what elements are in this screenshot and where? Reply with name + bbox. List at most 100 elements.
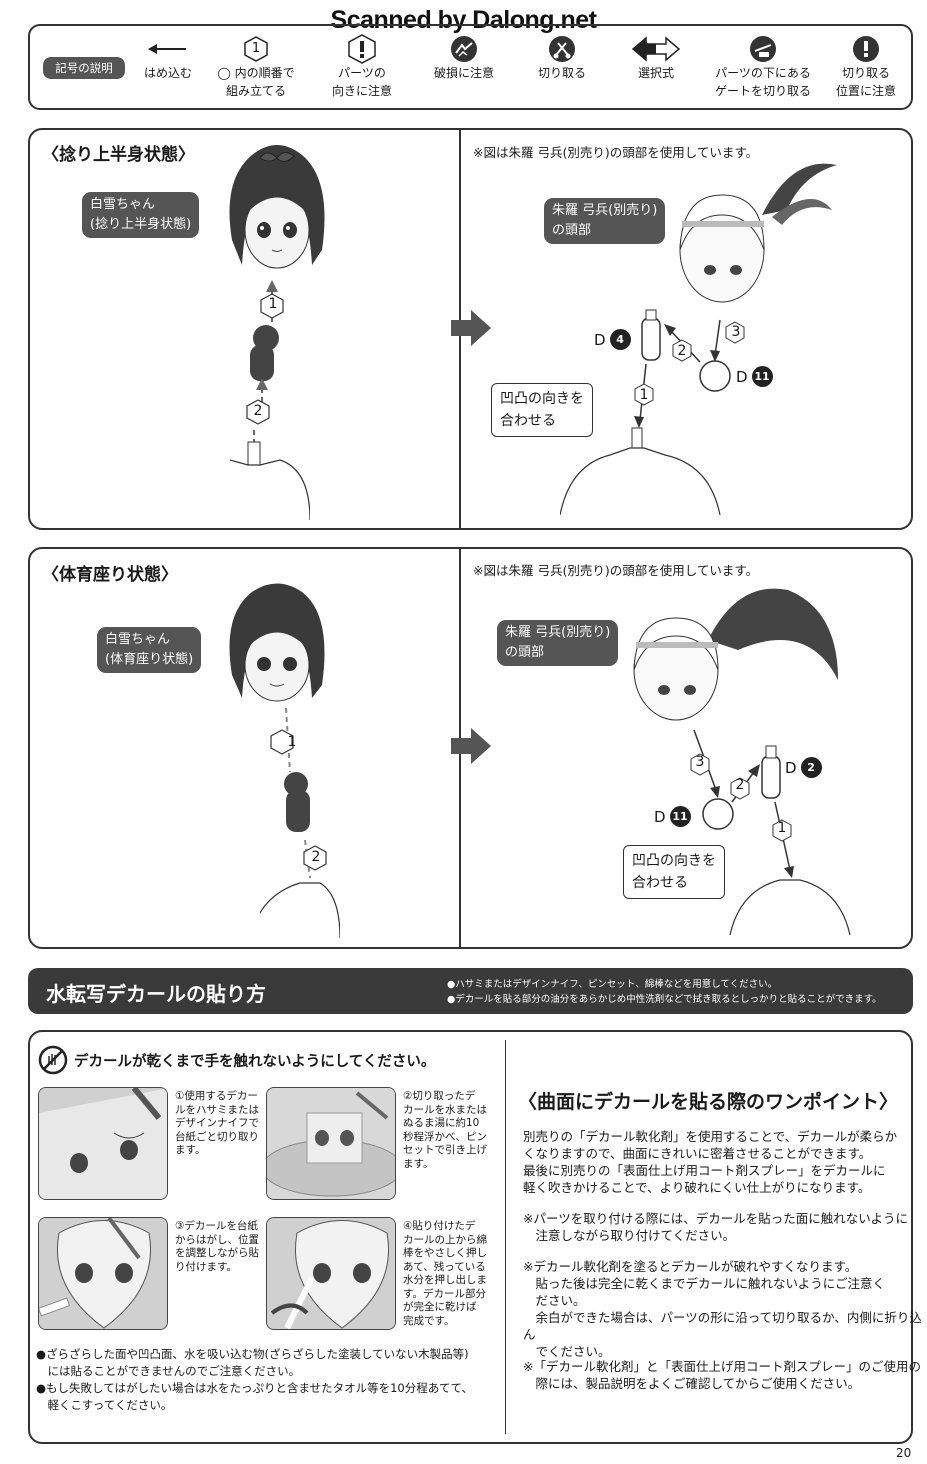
- decal-section-title: 水転写デカールの貼り方: [46, 982, 266, 1006]
- legend-label: ◯ 内の順番で: [217, 66, 295, 80]
- part-number: 2: [800, 757, 822, 778]
- note-line: ●ざらざらした面や凹凸面、水を吸い込む物(ざらざらした塗装していない木製品等): [36, 1347, 469, 1361]
- body-line: ※デカール軟化剤を塗るとデカールが破れやすくなります。: [523, 1259, 858, 1274]
- body-line: 軽く吹きかけることで、より破れにくい仕上がりになります。: [523, 1180, 871, 1195]
- legend-item-choice: 選択式: [624, 34, 688, 82]
- step-number: 2: [311, 849, 321, 865]
- body-line: 注意しながら取り付けてください。: [523, 1228, 736, 1243]
- arrow-left-icon: [135, 34, 201, 64]
- body-line: ださい。: [523, 1293, 586, 1308]
- step-line: カールを水または: [403, 1103, 487, 1116]
- body-line: 最後に別売りの「表面仕上げ用コート剤スプレー」をデカールに: [523, 1163, 886, 1178]
- legend-label: ゲートを切り取る: [714, 84, 811, 98]
- page-number: 20: [896, 1446, 912, 1460]
- label-line: 朱羅 弓兵(別売り): [505, 625, 611, 640]
- part-code-d11: D 11: [736, 366, 773, 387]
- part-number: 11: [751, 366, 773, 387]
- legend-title: 記号の説明: [43, 57, 125, 79]
- body-line: 別売りの「デカール軟化剤」を使用することで、デカールが柔らか: [523, 1129, 898, 1144]
- step-line: 秒程浮かべ、ピン: [403, 1130, 487, 1143]
- step-line: を調整しながら貼: [175, 1247, 259, 1259]
- step-line: ④貼り付けたデ: [403, 1220, 476, 1232]
- legend-label: パーツの下にある: [715, 66, 811, 80]
- step-number: 1: [287, 734, 297, 750]
- decal-warning-title: デカールが乾くまで手を触れないようにしてください。: [74, 1054, 436, 1070]
- step-line: からはがし、位置: [175, 1233, 259, 1246]
- girl-head-illustration: [222, 140, 332, 280]
- callout-line: 合わせる: [500, 413, 556, 429]
- decal-step-text-2: ②切り取ったデ カールを水または ぬるま湯に約10 秒程浮かべ、ピン セットで引…: [403, 1090, 487, 1171]
- section-twist-panel: [28, 128, 913, 530]
- section-title: 〈体育座り状態〉: [42, 565, 178, 585]
- legend-item-orientation: パーツの 向きに注意: [322, 34, 402, 100]
- step-line: ①使用するデカー: [175, 1090, 258, 1102]
- part-code-d2: D 2: [785, 757, 822, 778]
- caution-softener: ※デカール軟化剤を塗るとデカールが破れやすくなります。 貼った後は完全に乾くまで…: [523, 1258, 927, 1360]
- part-letter: D: [654, 807, 666, 826]
- step-line: カールの上から綿: [403, 1233, 487, 1246]
- step-line: ルをハサミまたは: [175, 1103, 259, 1116]
- step-line: ます。: [175, 1144, 206, 1156]
- cut-icon: [525, 34, 599, 64]
- decal-step-image: [38, 1087, 168, 1200]
- archer-head-illustration: [672, 155, 842, 315]
- alignment-callout: 凹凸の向きを 合わせる: [491, 383, 593, 437]
- archer-assembly-diagram: [560, 300, 800, 515]
- callout-line: 合わせる: [632, 875, 688, 891]
- decal-instructions-panel: [28, 1030, 913, 1444]
- legend-item-press-fit: はめ込む: [135, 34, 201, 82]
- step-line: 台紙ごと切り取り: [175, 1130, 259, 1143]
- double-arrow-icon: [624, 34, 688, 64]
- legend-label: 選択式: [637, 66, 674, 80]
- callout-line: 凹凸の向きを: [632, 853, 716, 869]
- archer-head-illustration: [628, 580, 843, 730]
- part-code-d11: D 11: [654, 806, 691, 827]
- body-line: 余白ができた場合は、パーツの形に沿って切り取るか、内側に折り込ん: [523, 1310, 922, 1342]
- part-number: 11: [669, 806, 691, 827]
- legend-label: 切り取る: [841, 66, 890, 80]
- step-number: 1: [777, 820, 787, 836]
- hex-number-text: 1: [251, 41, 261, 56]
- step-line: す。デカール部分: [403, 1287, 486, 1300]
- step-line: あて、残っている: [403, 1260, 486, 1273]
- step-line: セットで引き上げ: [403, 1144, 487, 1156]
- legend-item-damage: 破損に注意: [425, 34, 503, 82]
- right-part-label: 朱羅 弓兵(別売り) の頭部: [544, 198, 666, 244]
- decal-step-image: [38, 1217, 168, 1330]
- step-number: 3: [695, 754, 705, 770]
- part-number: 4: [609, 329, 631, 350]
- cut-position-icon: [830, 34, 902, 64]
- part-letter: D: [785, 758, 797, 777]
- label-line: (体育座り状態): [105, 652, 194, 667]
- note-line: には貼ることができませんのでご注意ください。: [36, 1364, 301, 1378]
- step-line: 水分を押し出しま: [403, 1274, 487, 1286]
- legend-label: 向きに注意: [331, 84, 392, 98]
- left-part-label: 白雪ちゃん (捻り上半身状態): [82, 192, 200, 238]
- legend-label: はめ込む: [143, 66, 192, 80]
- note-line: 軽くこすってください。: [36, 1398, 173, 1412]
- caution-attach: ※パーツを取り付ける際には、デカールを貼った面に触れないように 注意しながら取り…: [523, 1210, 908, 1244]
- step-line: り付けます。: [175, 1260, 237, 1273]
- legend-item-gate-cut: パーツの下にある ゲートを切り取る: [706, 34, 820, 100]
- girl-head-illustration: [222, 580, 332, 710]
- exclamation-hex-icon: [322, 34, 402, 64]
- onepoint-title: 〈曲面にデカールを貼る際のワンポイント〉: [518, 1091, 899, 1113]
- step-number: 2: [735, 777, 745, 793]
- label-line: 白雪ちゃん: [105, 632, 171, 647]
- part-letter: D: [736, 367, 748, 386]
- body-line: くなりますので、曲面にきれいに密着させることができます。: [523, 1146, 872, 1161]
- step-line: ②切り取ったデ: [403, 1090, 476, 1102]
- decal-prep-note: ●デカールを貼る部分の油分をあらかじめ中性洗剤などで拭き取るとしっかりと貼ること…: [447, 994, 882, 1005]
- caution-usage: ※「デカール軟化剤」と「表面仕上げ用コート剤スプレー」のご使用の 際には、製品説…: [523, 1358, 921, 1392]
- alignment-callout: 凹凸の向きを 合わせる: [623, 845, 725, 899]
- section-sitting-panel: [28, 547, 913, 949]
- step-line: デザインナイフで: [175, 1117, 259, 1129]
- legend-label: パーツの: [338, 66, 386, 80]
- step-number: 2: [677, 343, 687, 359]
- body-line: ※「デカール軟化剤」と「表面仕上げ用コート剤スプレー」のご使用の: [523, 1359, 921, 1374]
- step-number: 1: [639, 387, 649, 403]
- step-line: が完全に乾けば: [403, 1301, 477, 1313]
- section-title: 〈捻り上半身状態〉: [42, 145, 195, 165]
- decal-step-image: [266, 1087, 396, 1200]
- head-usage-note: ※図は朱羅 弓兵(別売り)の頭部を使用しています。: [473, 563, 759, 578]
